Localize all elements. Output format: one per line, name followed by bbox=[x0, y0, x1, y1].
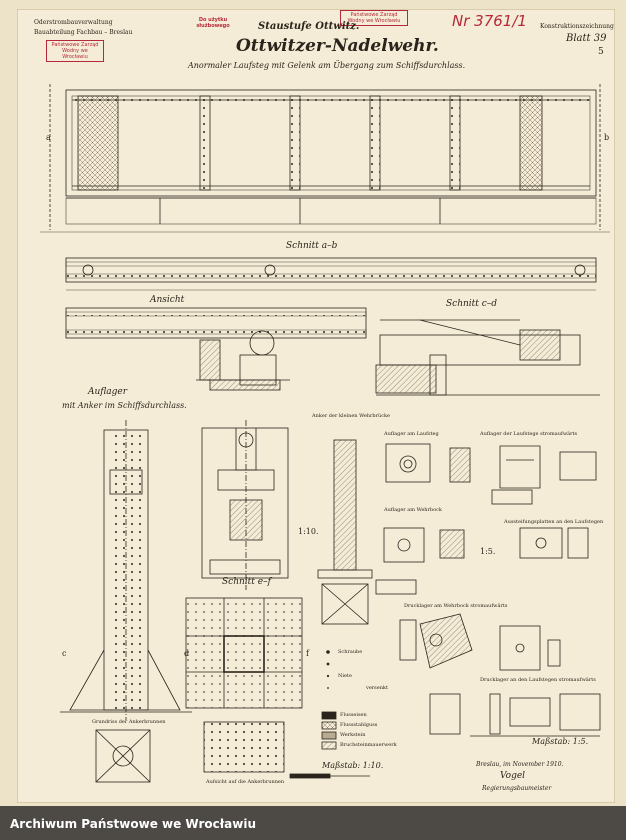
section-ef-title: Schnitt e–f bbox=[222, 577, 271, 587]
signature-name: Vogel bbox=[500, 771, 526, 781]
subtitle: Anormaler Laufsteg mit Gelenk am Übergan… bbox=[188, 61, 466, 70]
signature-role: Regierungsbaumeister bbox=[482, 785, 552, 792]
department-label: Bauabteilung Fachbau – Breslau bbox=[34, 29, 133, 36]
detail-scale-label: Maßstab: 1:5. bbox=[532, 737, 589, 746]
legend-item-countersunk: versenkt bbox=[366, 685, 388, 691]
restriction-stamp: Do użytku służbowego bbox=[196, 17, 230, 29]
series-title: Staustufe Ottwitz. bbox=[258, 21, 360, 32]
technical-drawing bbox=[40, 84, 610, 783]
pressure-bearing-label: Drucklager am Wehrbock stromaufwärts bbox=[404, 603, 508, 609]
elevation-title: Ansicht bbox=[150, 295, 185, 305]
legend-material-masonry: Bruchsteinmauerwerk bbox=[340, 742, 397, 748]
section-cd-title: Schnitt c–d bbox=[446, 299, 498, 309]
archive-stamp-right: Państwowe Zarząd Wodny we Wrocławiu bbox=[340, 10, 408, 26]
authority-label: Oderstrombauverwaltung bbox=[34, 19, 113, 26]
bearing-title-2: mit Anker im Schiffsdurchlass. bbox=[62, 401, 187, 410]
stiffening-label: Aussteifungsplatten an den Laufstegen bbox=[504, 519, 604, 525]
drawing-type: Konstruktionszeichnung bbox=[540, 23, 614, 30]
section-marker-c: c bbox=[62, 649, 67, 658]
main-scale-label: Maßstab: 1:10. bbox=[322, 761, 384, 770]
scale-label-1-5: 1:5. bbox=[480, 547, 496, 556]
section-ab-title: Schnitt a–b bbox=[286, 241, 338, 251]
catalog-number: Nr 3761/1 bbox=[452, 12, 527, 30]
legend-material-caststeel: Flussstahlguss bbox=[340, 722, 378, 728]
bearing-pier-label: Auflager der Laufstege stromaufwärts bbox=[480, 431, 578, 437]
place-date: Breslau, im November 1910. bbox=[476, 761, 564, 768]
section-marker-d: d bbox=[184, 649, 190, 658]
archive-name: Archiwum Państwowe we Wrocławiu bbox=[10, 817, 257, 831]
anchor-view-label: Aufsicht auf die Ankerbrunnen bbox=[206, 779, 285, 785]
archive-stamp-left: Państwowe Zarząd Wodny we Wrocławiu bbox=[46, 40, 104, 62]
main-title: Ottwitzer-Nadelwehr. bbox=[236, 36, 439, 56]
section-marker-a: a bbox=[46, 133, 51, 142]
sheet-number: 5 bbox=[598, 47, 604, 57]
archive-footer-bar bbox=[0, 806, 626, 840]
legend-item-rivet: Niete bbox=[338, 673, 352, 679]
bearing-walkway-label: Auflager am Laufsteg bbox=[384, 431, 439, 437]
sheet-label: Blatt 39 bbox=[566, 33, 607, 44]
legend-item-screw: Schraube bbox=[338, 649, 363, 655]
legend-material-stone: Werkstein bbox=[340, 732, 366, 738]
anchor-small-bridge-label: Anker der kleinen Wehrbrücke bbox=[312, 413, 391, 419]
legend-material-iron: Flusseisen bbox=[340, 712, 367, 718]
section-marker-b: b bbox=[604, 133, 610, 142]
bearing-title-1: Auflager bbox=[88, 387, 128, 397]
section-marker-f: f bbox=[306, 649, 309, 658]
anchor-plan-label: Grundriss der Ankerbrunnen bbox=[92, 719, 166, 725]
scale-label-1-10: 1:10. bbox=[298, 527, 319, 536]
pressure-bearing-2-label: Drucklager an den Laufstegen stromaufwär… bbox=[480, 677, 596, 683]
bearing-weir-label: Auflager am Wehrbock bbox=[384, 507, 442, 513]
